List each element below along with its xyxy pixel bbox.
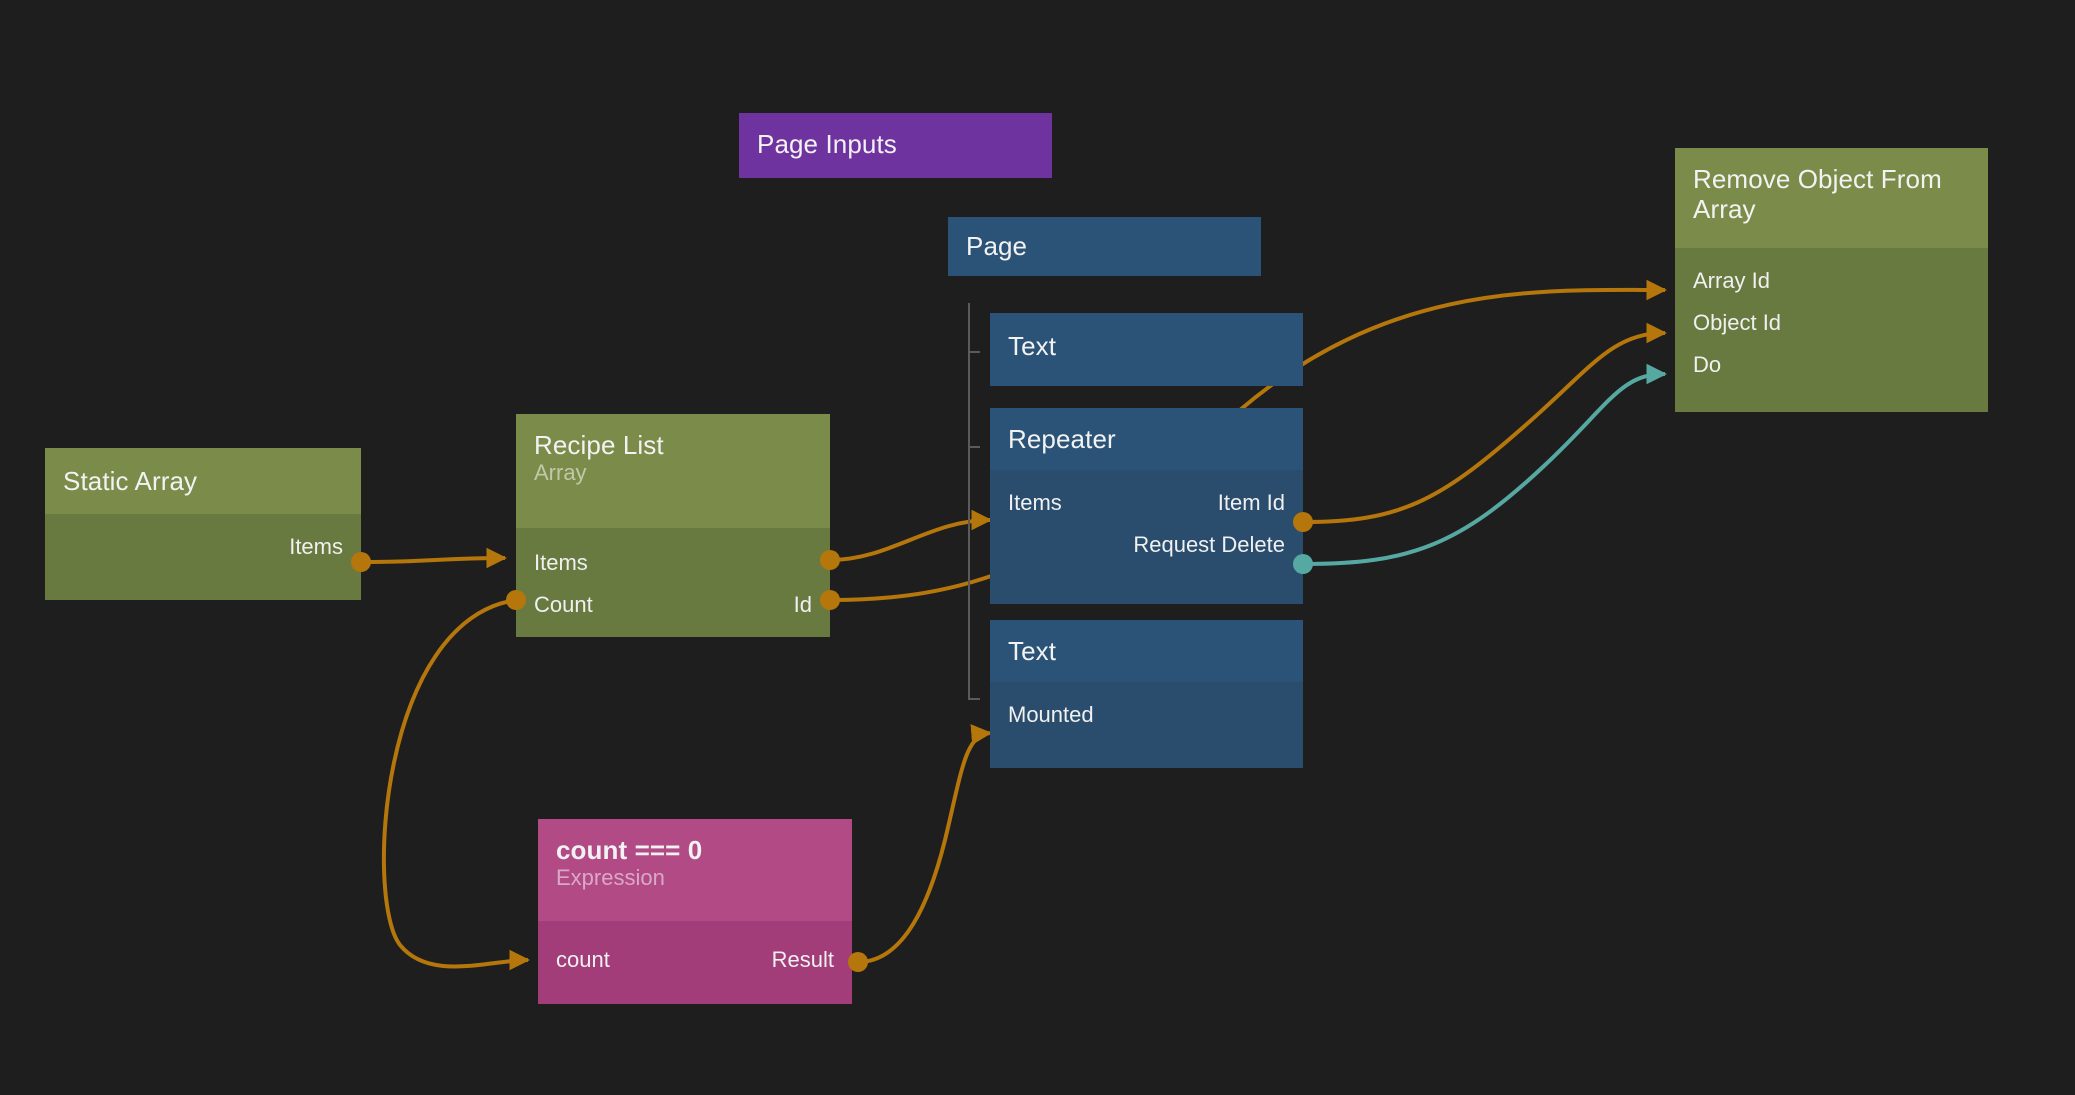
node-page-inputs-title: Page Inputs	[757, 129, 897, 159]
tree-connector-tick-text-1	[968, 351, 980, 353]
node-static-array-header: Static Array	[45, 448, 361, 514]
recipe-list-output-id-label: Id	[793, 592, 812, 617]
node-text-2[interactable]: Text Mounted	[990, 620, 1303, 768]
node-recipe-list-subtitle: Array	[534, 460, 587, 486]
tree-connector-vertical	[968, 303, 970, 700]
repeater-row-request-delete: Request Delete	[990, 524, 1303, 566]
text-2-input-mounted-label: Mounted	[1008, 702, 1094, 727]
node-recipe-list[interactable]: Recipe List Array Items Count Id	[516, 414, 830, 637]
remove-object-row-object-id: Object Id	[1675, 302, 1988, 344]
tree-connector-tick-text-2	[968, 698, 980, 700]
node-page-title: Page	[966, 231, 1028, 261]
text-2-row-mounted: Mounted	[990, 694, 1303, 736]
edge-repeater-request-delete-to-remove-object-do	[1304, 363, 1668, 566]
node-expression-title: count === 0	[556, 835, 703, 865]
node-remove-object-from-array-title: Remove Object From Array	[1693, 164, 1948, 225]
static-array-output-items-label: Items	[289, 534, 343, 559]
node-remove-object-from-array-body: Array Id Object Id Do	[1675, 248, 1988, 412]
remove-object-row-do: Do	[1675, 344, 1988, 386]
node-text-1-title: Text	[1008, 331, 1057, 361]
node-expression-body: count Result	[538, 921, 852, 1004]
recipe-list-row-items: Items	[516, 542, 830, 584]
static-array-row-items: Items	[45, 526, 361, 568]
node-recipe-list-header: Recipe List Array	[516, 414, 830, 528]
port-recipe-list-count-in[interactable]	[506, 590, 526, 610]
remove-object-row-array-id: Array Id	[1675, 260, 1988, 302]
repeater-row-items-itemid: Items Item Id	[990, 482, 1303, 524]
port-recipe-list-out[interactable]	[820, 550, 840, 570]
node-text-1[interactable]: Text	[990, 313, 1303, 386]
repeater-output-item-id-label: Item Id	[1217, 490, 1285, 515]
node-static-array-title: Static Array	[63, 466, 198, 496]
node-recipe-list-body: Items Count Id	[516, 528, 830, 637]
node-repeater[interactable]: Repeater Items Item Id Request Delete	[990, 408, 1303, 604]
node-expression-subtitle: Expression	[556, 865, 665, 891]
repeater-output-request-delete-label: Request Delete	[1133, 532, 1285, 557]
node-expression-header: count === 0 Expression	[538, 819, 852, 921]
node-page-header: Page	[948, 217, 1261, 276]
recipe-list-row-count-id: Count Id	[516, 584, 830, 626]
node-static-array-body: Items	[45, 514, 361, 600]
node-repeater-header: Repeater	[990, 408, 1303, 470]
edge-recipe-list-count-to-expression-count	[381, 598, 531, 971]
expression-output-result-label: Result	[771, 947, 834, 972]
node-text-2-header: Text	[990, 620, 1303, 682]
remove-object-input-object-id-label: Object Id	[1693, 310, 1782, 335]
remove-object-input-array-id-label: Array Id	[1693, 268, 1771, 293]
port-static-array-items-out[interactable]	[351, 552, 371, 572]
expression-input-count-label: count	[556, 947, 610, 972]
edge-static-array-items-to-recipe-list-items	[360, 547, 508, 569]
node-static-array[interactable]: Static Array Items	[45, 448, 361, 600]
node-recipe-list-title: Recipe List	[534, 430, 664, 460]
node-text-2-body: Mounted	[990, 682, 1303, 768]
remove-object-input-do-label: Do	[1693, 352, 1722, 377]
tree-connector-tick-repeater	[968, 446, 980, 448]
node-repeater-body: Items Item Id Request Delete	[990, 470, 1303, 604]
node-text-2-title: Text	[1008, 636, 1057, 666]
port-repeater-item-id-out[interactable]	[1293, 512, 1313, 532]
edge-repeater-item-id-to-remove-object-object-id	[1304, 322, 1668, 524]
node-expression[interactable]: count === 0 Expression count Result	[538, 819, 852, 1004]
expression-row-count-result: count Result	[538, 939, 852, 981]
node-repeater-title: Repeater	[1008, 424, 1116, 454]
node-remove-object-from-array[interactable]: Remove Object From Array Array Id Object…	[1675, 148, 1988, 412]
edge-expression-result-to-text-mounted	[857, 724, 993, 964]
port-expression-result-out[interactable]	[848, 952, 868, 972]
port-repeater-request-delete-out[interactable]	[1293, 554, 1313, 574]
port-recipe-list-id-out[interactable]	[820, 590, 840, 610]
repeater-input-items-label: Items	[1008, 490, 1062, 515]
node-remove-object-from-array-header: Remove Object From Array	[1675, 148, 1988, 248]
recipe-list-input-count-label: Count	[534, 592, 593, 617]
node-page[interactable]: Page	[948, 217, 1261, 276]
recipe-list-input-items-label: Items	[534, 550, 588, 575]
node-page-inputs[interactable]: Page Inputs	[739, 113, 1052, 178]
node-text-1-header: Text	[990, 313, 1303, 386]
node-page-inputs-header: Page Inputs	[739, 113, 1052, 178]
edge-recipe-list-out-to-repeater-items	[829, 509, 993, 562]
